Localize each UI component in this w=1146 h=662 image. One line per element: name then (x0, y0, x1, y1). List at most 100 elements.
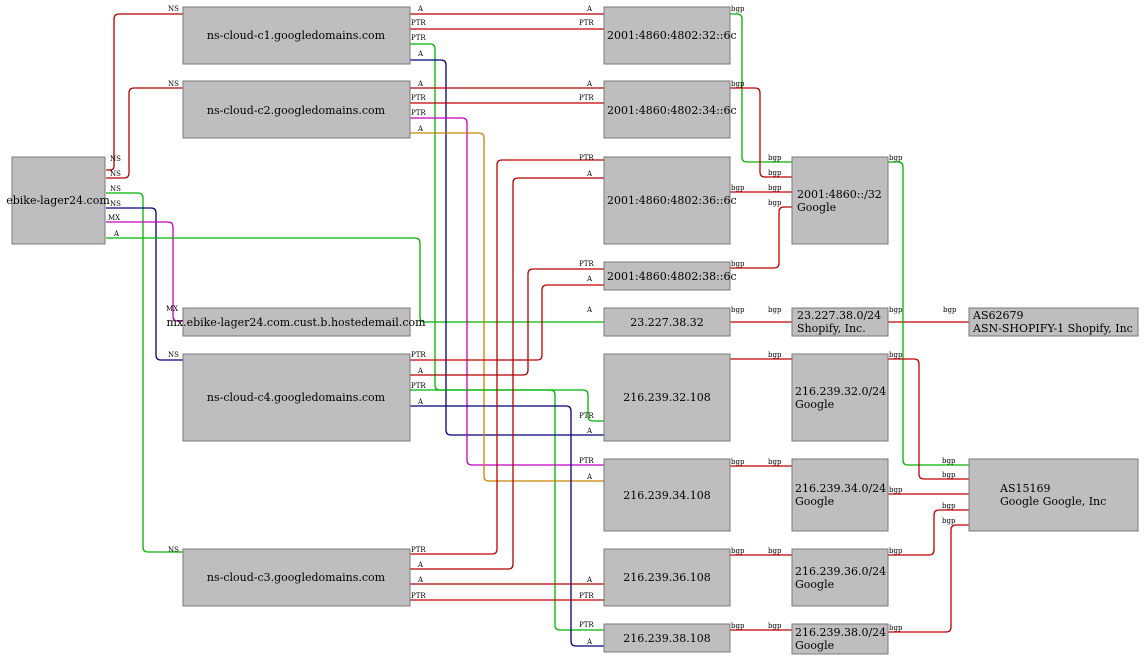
node-net-shopify: 23.227.38.0/24 Shopify, Inc. (791, 307, 889, 337)
edge-ptr-c3-ip6-36 (410, 159, 604, 555)
node-label-prefix: 216.239.34.0/24 (795, 482, 886, 495)
node-label: 216.239.34.108 (623, 489, 710, 502)
node-ns-cloud-c2: ns-cloud-c2.googledomains.com (182, 80, 411, 139)
edge-label: bgp (731, 184, 745, 192)
edge-label: A (417, 576, 424, 584)
edge-label: A (586, 576, 593, 584)
edge-label: bgp (768, 547, 782, 555)
node-label: 2001:4860:4802:36::6c (607, 194, 737, 207)
edge-label: bgp (731, 5, 745, 13)
edge-label: bgp (942, 471, 956, 479)
edge-label: A (586, 306, 593, 314)
edge-label: A (417, 367, 424, 375)
edge-label: PTR (411, 592, 426, 600)
edge-label: NS (110, 200, 121, 208)
edge-label: PTR (411, 382, 426, 390)
node-label-prefix: 216.239.38.0/24 (795, 626, 886, 639)
node-ns-cloud-c1: ns-cloud-c1.googledomains.com (182, 6, 411, 65)
edge-label: NS (110, 170, 121, 178)
node-ns-cloud-c3: ns-cloud-c3.googledomains.com (182, 548, 411, 607)
edge-label: bgp (768, 199, 782, 207)
edge-label: A (586, 170, 593, 178)
edge-label: bgp (731, 547, 745, 555)
node-ip4-36: 216.239.36.108 (603, 548, 731, 607)
node-ip4-38: 216.239.38.108 (603, 623, 731, 653)
edge-label: A (586, 5, 593, 13)
edge-label: bgp (768, 622, 782, 630)
edge-label: A (586, 427, 593, 435)
node-label: mx.ebike-lager24.com.cust.b.hostedemail.… (166, 316, 426, 329)
edge-label: A (417, 398, 424, 406)
edge-label: bgp (768, 306, 782, 314)
edge-label: PTR (579, 621, 594, 629)
edge-label: A (417, 125, 424, 133)
node-label: ns-cloud-c1.googledomains.com (207, 29, 386, 42)
edge-label: bgp (731, 306, 745, 314)
edge-label: PTR (579, 260, 594, 268)
edge-a-c1-ip4-32 (410, 59, 604, 436)
edge-label: PTR (411, 546, 426, 554)
edge-label: A (417, 80, 424, 88)
node-label-owner: Shopify, Inc. (797, 322, 866, 335)
edge-label: PTR (579, 154, 594, 162)
edge-label: NS (168, 546, 179, 554)
edge-label: A (417, 50, 424, 58)
node-label-prefix: 2001:4860::/32 (797, 188, 882, 201)
node-label: ebike-lager24.com (6, 194, 110, 207)
edge-a-ebike-shop (106, 237, 604, 323)
node-ebike-lager24: ebike-lager24.com (6, 156, 110, 245)
edge-ns-ebike-c4 (106, 207, 183, 361)
node-net-216-239-32: 216.239.32.0/24 Google (791, 353, 889, 442)
edge-label: NS (168, 5, 179, 13)
node-label-owner: Google (797, 201, 836, 214)
edge-label: NS (110, 185, 121, 193)
node-as15169: AS15169 Google Google, Inc (968, 458, 1139, 532)
edge-ptr-c2-ip4-34 (410, 117, 604, 466)
edge-bgp-net36-asgoogle (888, 509, 969, 556)
edge-label: bgp (889, 486, 903, 494)
edge-label: bgp (889, 154, 903, 162)
node-label-asn: AS15169 (999, 482, 1050, 495)
edge-label: PTR (579, 457, 594, 465)
edge-label: bgp (731, 458, 745, 466)
node-ip4-32: 216.239.32.108 (603, 353, 731, 442)
edge-label: A (417, 561, 424, 569)
node-mx-hostedemail: mx.ebike-lager24.com.cust.b.hostedemail.… (166, 307, 426, 337)
edge-label: bgp (943, 306, 957, 314)
node-net-216-239-38: 216.239.38.0/24 Google (791, 623, 889, 655)
edge-label: NS (168, 80, 179, 88)
edge-label: MX (108, 214, 120, 222)
edge-label: bgp (768, 351, 782, 359)
node-as62679: AS62679 ASN-SHOPIFY-1 Shopify, Inc (968, 307, 1139, 337)
edge-label: PTR (579, 19, 594, 27)
node-label: 2001:4860:4802:38::6c (607, 270, 737, 283)
node-label-owner: ASN-SHOPIFY-1 Shopify, Inc (972, 322, 1133, 335)
edges (106, 13, 969, 647)
node-net-2001-4860: 2001:4860::/32 Google (791, 156, 889, 245)
node-label: 216.239.32.108 (623, 391, 710, 404)
edge-label: PTR (411, 351, 426, 359)
edge-label: bgp (942, 517, 956, 525)
edge-bgp-ip6-34-net6 (730, 87, 792, 178)
node-label-owner: Google (795, 578, 834, 591)
edge-label: MX (166, 305, 178, 313)
edge-label: bgp (942, 457, 956, 465)
edge-ns-ebike-c3 (106, 192, 183, 553)
node-net-216-239-34: 216.239.34.0/24 Google (791, 458, 889, 532)
edge-label: bgp (768, 458, 782, 466)
edge-label: bgp (731, 622, 745, 630)
edge-labels: NS NS NS NS NS NS MX A MX NS NS A A PTR … (108, 5, 957, 646)
node-label-owner: Google (795, 639, 834, 652)
edge-label: A (586, 473, 593, 481)
node-ns-cloud-c4: ns-cloud-c4.googledomains.com (182, 353, 411, 442)
edge-label: bgp (889, 547, 903, 555)
edge-a-c3-ip6-36 (410, 177, 604, 570)
node-label: 216.239.36.108 (623, 571, 710, 584)
edge-ptr-c4-ip6-38 (410, 284, 604, 361)
edge-mx-ebike-mx (106, 221, 183, 322)
node-label-prefix: 23.227.38.0/24 (797, 309, 881, 322)
node-label: 216.239.38.108 (623, 632, 710, 645)
node-label-owner: Google Google, Inc (1000, 495, 1106, 508)
